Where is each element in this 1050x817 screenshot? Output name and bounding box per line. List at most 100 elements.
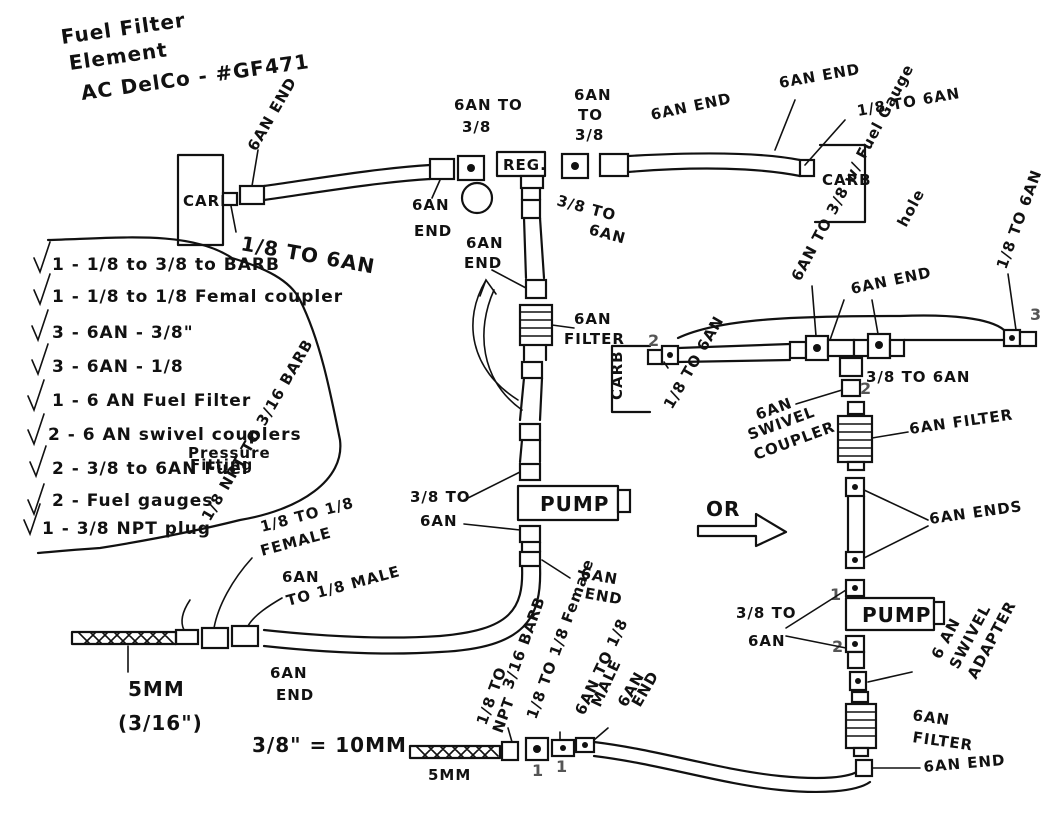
fitting: [846, 460, 866, 472]
leader-line: [551, 324, 575, 329]
fitting: [852, 746, 870, 758]
filter-ribs: [837, 423, 873, 457]
header-note: Fuel Filter Element AC DelCo - #GF471: [59, 8, 310, 105]
leader-line: [593, 727, 609, 741]
braided-line: [70, 630, 178, 646]
fitting-6an-end: [238, 184, 266, 206]
fitting-dot: [667, 352, 673, 358]
fitting-dot: [852, 557, 858, 563]
fitting-dot: [852, 484, 858, 490]
check-mark: [31, 343, 49, 377]
pump-label: PUMP: [540, 492, 609, 516]
hose-right-top: [626, 152, 802, 162]
fitting-t: [826, 338, 856, 358]
fitting: [518, 462, 542, 482]
label-6an-end: END: [276, 686, 314, 704]
hose-loop: [676, 314, 1006, 340]
label-6an-end: 6AN: [270, 664, 308, 682]
leader-line: [871, 299, 879, 335]
label-6an-to-38: TO: [578, 106, 603, 124]
step-number: 1: [532, 761, 543, 780]
label-5mm: 5MM: [428, 766, 471, 784]
filter-ribs: [845, 711, 877, 737]
check-mark: [27, 483, 45, 517]
label-6an-filter: 6AN FILTER: [908, 406, 1014, 438]
hose-vertical: [518, 438, 542, 464]
label-6an-end: 6AN END: [849, 263, 933, 298]
leader-line: [541, 559, 571, 579]
pump-end-cap: [932, 600, 946, 626]
label-38-to-6an: 6AN: [587, 220, 628, 247]
fitting: [520, 360, 544, 380]
parts-item: 3 - 6AN - 3/8": [52, 323, 194, 343]
pump-end-cap: [616, 488, 632, 514]
fitting: [518, 422, 542, 442]
parts-list: 1 - 1/8 to 3/8 to BARB 1 - 1/8 to 1/8 Fe…: [23, 236, 342, 555]
parts-item: 2 - 6 AN swivel couplers: [48, 425, 302, 445]
parts-item: 2 - 3/8 to 6AN Fuel: [52, 459, 249, 479]
hose-cross: [676, 358, 792, 364]
hose-bottom: [592, 740, 862, 780]
leader-line: [863, 489, 929, 521]
label-38-to-6an: 3/8 TO 6AN: [866, 368, 970, 386]
loop-arrow: [483, 289, 523, 411]
check-mark: [33, 273, 51, 307]
label-6an-end: 6AN END: [649, 89, 733, 124]
hose-right-top-lower: [626, 167, 802, 178]
fuel-filter: [518, 303, 554, 347]
fitting: [200, 626, 230, 650]
hose-curve-bottom: [262, 564, 524, 639]
fitting-dot: [813, 344, 821, 352]
label-6an-end: END: [583, 584, 624, 608]
fitting-dot: [852, 641, 858, 647]
or-arrow: OR: [696, 497, 788, 548]
braided-line-hatch: [77, 631, 175, 645]
leader-line: [863, 525, 929, 559]
label-38-to-6an: 6AN: [748, 632, 786, 650]
label-6an-filter: 6AN: [574, 310, 612, 328]
regulator-label: REG.: [503, 156, 547, 174]
leader-line: [463, 471, 521, 501]
fitting: [518, 550, 542, 568]
label-6an-ends: 6AN ENDS: [928, 497, 1023, 528]
leader-line: [871, 431, 909, 439]
fitting: [518, 524, 542, 544]
label-38-to-6an: 3/8 TO: [736, 604, 797, 622]
leader-line: [230, 205, 237, 233]
fitting: [221, 191, 239, 207]
label-38-to-6an: 6AN: [420, 512, 458, 530]
label-18-to-6an: 1/8 TO 6AN: [993, 167, 1046, 271]
fitting: [1018, 330, 1038, 348]
checkmarks: [23, 241, 51, 537]
fitting-t-down: [838, 356, 864, 378]
filter-ribs: [519, 311, 553, 337]
leader-line: [829, 299, 845, 341]
hose-curve-bottom: [262, 564, 542, 655]
label-38-to-6an: 3/8 TO: [555, 191, 618, 224]
check-mark: [29, 445, 47, 479]
check-mark: [23, 503, 41, 537]
leader-line: [463, 523, 521, 531]
or-label: OR: [706, 497, 740, 521]
check-mark: [27, 413, 45, 447]
leader-line: [1007, 273, 1017, 331]
label-3-16: (3/16"): [118, 711, 203, 735]
hose-left-top-lower: [262, 177, 432, 202]
leader-line: [213, 557, 253, 629]
fitting-dot: [533, 745, 541, 753]
label-6an-end: 6AN: [412, 196, 450, 214]
carb-right-alt: [610, 344, 652, 414]
step-number: 3: [1030, 305, 1041, 324]
leader-line: [663, 361, 669, 369]
fuel-filter-bottom: [844, 702, 878, 750]
label-6an-to-38: 6AN: [574, 86, 612, 104]
pump-right-label: PUMP: [862, 603, 931, 627]
leader-line: [785, 635, 847, 649]
fitting: [646, 348, 664, 366]
fitting: [500, 740, 520, 762]
hose-vertical: [522, 343, 548, 362]
fitting-dot: [1009, 335, 1015, 341]
label-6an-male: 6AN: [282, 568, 320, 586]
leader-line: [507, 727, 513, 743]
fitting: [850, 690, 870, 704]
